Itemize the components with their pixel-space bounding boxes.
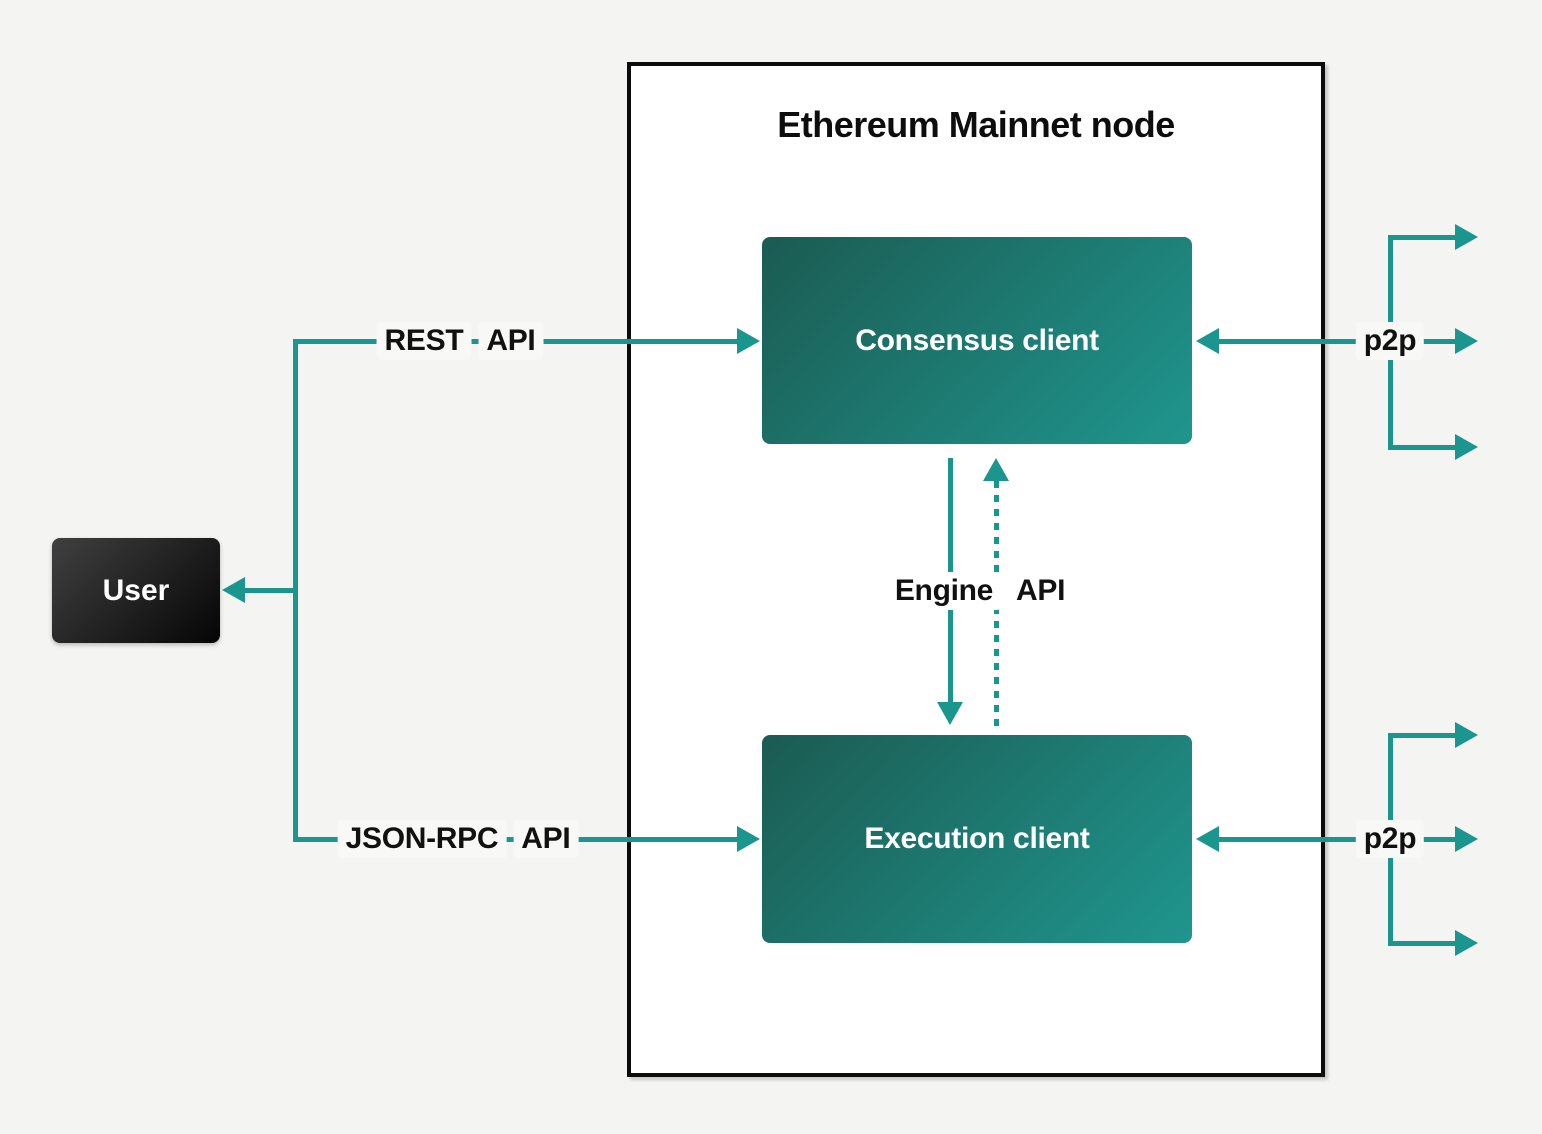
p2p-bottom-to-execution-arrowhead [1196, 826, 1219, 852]
user-line [245, 588, 298, 593]
p2p-bottom-label: p2p [1355, 820, 1425, 858]
diagram-title: Ethereum Mainnet node [777, 104, 1175, 145]
p2p-bottom-lower-arm [1388, 941, 1455, 946]
p2p-bottom-lower-arrowhead [1455, 930, 1478, 956]
p2p-top-mid-line [1219, 339, 1455, 344]
user-node: User [52, 538, 220, 643]
p2p-top-label: p2p [1355, 322, 1425, 360]
p2p-top-to-consensus-arrowhead [1196, 328, 1219, 354]
p2p-bottom-mid-arrowhead [1455, 826, 1478, 852]
execution-client-node: Execution client [762, 735, 1192, 943]
user-label: User [102, 573, 170, 607]
json-rpc-arrowhead [737, 826, 760, 852]
p2p-top-lower-arm [1388, 445, 1455, 450]
p2p-bottom-upper-arrowhead [1455, 722, 1478, 748]
execution-client-label: Execution client [864, 822, 1090, 855]
consensus-client-node: Consensus client [762, 237, 1192, 444]
p2p-top-upper-arrowhead [1455, 224, 1478, 250]
engine-api-down-arrowhead [937, 702, 963, 725]
p2p-top-upper-arm [1388, 235, 1455, 240]
engine-api-up-arrowhead [983, 458, 1009, 481]
p2p-top-lower-arrowhead [1455, 434, 1478, 460]
p2p-top-mid-arrowhead [1455, 328, 1478, 354]
rest-api-arrowhead [737, 328, 760, 354]
user-arrowhead [222, 577, 245, 603]
consensus-client-label: Consensus client [855, 323, 1099, 357]
p2p-bottom-upper-arm [1388, 733, 1455, 738]
p2p-bottom-mid-line [1219, 837, 1455, 842]
